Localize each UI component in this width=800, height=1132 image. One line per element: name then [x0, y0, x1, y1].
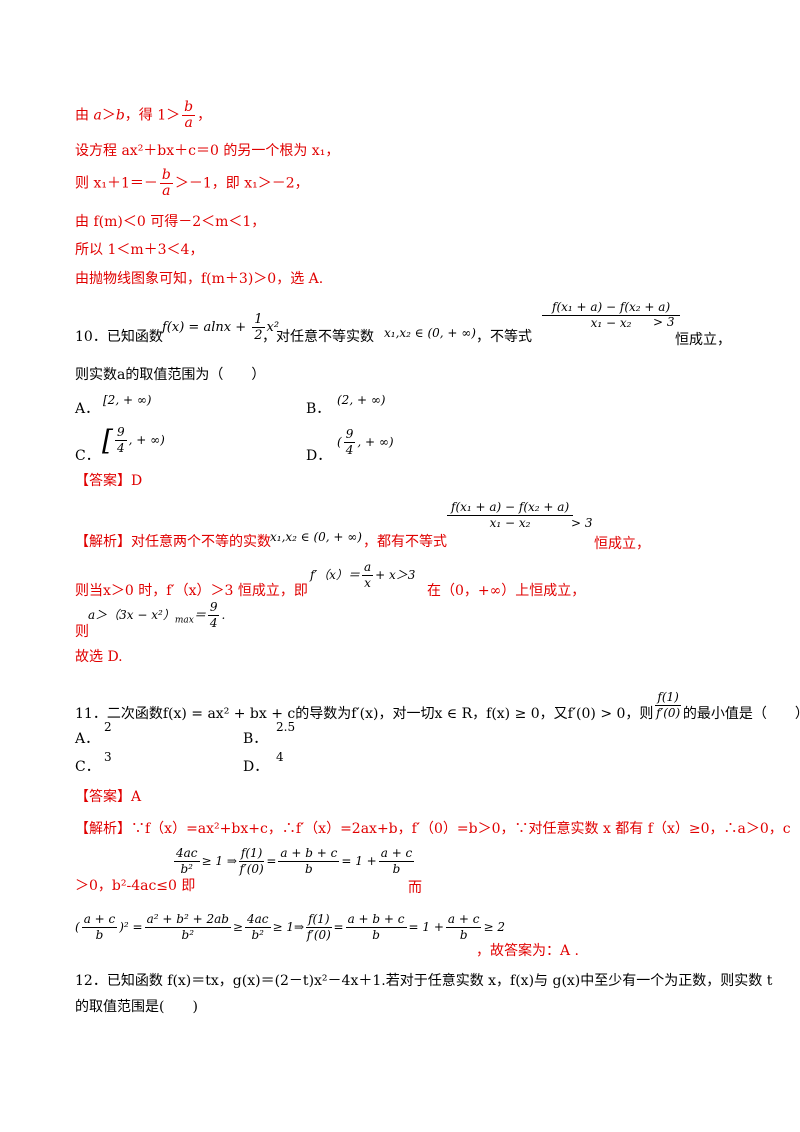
q10-middle: ，对任意不等实数	[262, 329, 374, 345]
q11-answer: 【答案】A	[75, 789, 142, 805]
q10-option-c-label: C．	[75, 448, 100, 464]
q10-answer: 【答案】D	[75, 473, 143, 489]
q11-analysis-line2: ＞0，b²-4ac≤0 即	[75, 878, 196, 894]
q10-option-a-label: A．	[75, 401, 100, 417]
q10-analysis-line2-end: 在（0，+∞）上恒成立，	[427, 583, 586, 599]
prev-line-5: 所以 1＜m＋3＜4，	[75, 242, 204, 258]
q11-analysis-line2-end: 而	[408, 880, 422, 896]
prev-line-2: 设方程 ax²＋bx＋c＝0 的另一个根为 x₁，	[75, 143, 340, 159]
q10-analysis-condition: x₁,x₂ ∈ (0, + ∞)	[270, 530, 362, 544]
q10-analysis-line2: 则当x＞0 时，f′（x）＞3 恒成立，即	[75, 583, 308, 599]
q12-line1: 12．已知函数 f(x)＝tx，g(x)＝(2－t)x²－4x＋1.若对于任意实…	[75, 973, 773, 989]
q10-option-d-label: D．	[306, 448, 332, 464]
q11-option-a-label: A．	[75, 731, 100, 747]
q11-option-c-value: 3	[104, 750, 112, 764]
q10-stem: 10．已知函数	[75, 329, 163, 345]
q10-ineq-rhs: > 3	[653, 315, 675, 329]
q10-analysis-line3-prefix: 则	[75, 624, 89, 640]
q11-option-d-label: D．	[243, 759, 269, 775]
q10-ineq-fraction: f(x₁ + a) − f(x₂ + a)x₁ − x₂	[540, 300, 682, 331]
q10-option-b-label: B．	[306, 401, 331, 417]
q11-analysis-conclusion: ，故答案为：A .	[476, 943, 580, 959]
q11-stem: 11．二次函数f(x) = ax² + bx + c的导数为f′(x)，对一切x…	[75, 690, 800, 722]
q11-option-c-label: C．	[75, 759, 100, 775]
q10-option-b-value: (2, + ∞)	[337, 393, 386, 407]
q11-option-b-value: 2.5	[276, 720, 296, 734]
q12-line2: 的取值范围是( )	[75, 999, 198, 1015]
q10-analysis-mid: ，都有不等式	[363, 534, 447, 550]
prev-line-6: 由抛物线图象可知，f(m＋3)＞0，选 A.	[75, 271, 324, 287]
q10-analysis-end: 恒成立，	[594, 536, 650, 552]
q10-ineq-label: ，不等式	[476, 329, 532, 345]
q10-final: 故选 D.	[75, 649, 123, 665]
q10-analysis-rhs: > 3	[571, 516, 593, 530]
q11-option-a-value: 2	[104, 720, 112, 734]
q11-option-b-label: B．	[243, 731, 268, 747]
q11-analysis-line1: 【解析】∵f（x）=ax²+bx+c，∴f′（x）=2ax+b，f′（0）=b＞…	[75, 821, 791, 837]
prev-line-4: 由 f(m)＜0 可得－2＜m＜1，	[75, 214, 266, 230]
q10-analysis-label: 【解析】对任意两个不等的实数	[75, 534, 271, 550]
q10-option-a-value: [2, + ∞)	[103, 393, 152, 407]
q10-suffix: 恒成立，	[675, 332, 731, 348]
q10-analysis-fraction: f(x₁ + a) − f(x₂ + a)x₁ − x₂	[445, 500, 575, 531]
q10-condition: x₁,x₂ ∈ (0, + ∞)	[384, 326, 476, 340]
q10-line2: 则实数a的取值范围为（ ）	[75, 367, 266, 383]
q11-option-d-value: 4	[276, 750, 284, 764]
